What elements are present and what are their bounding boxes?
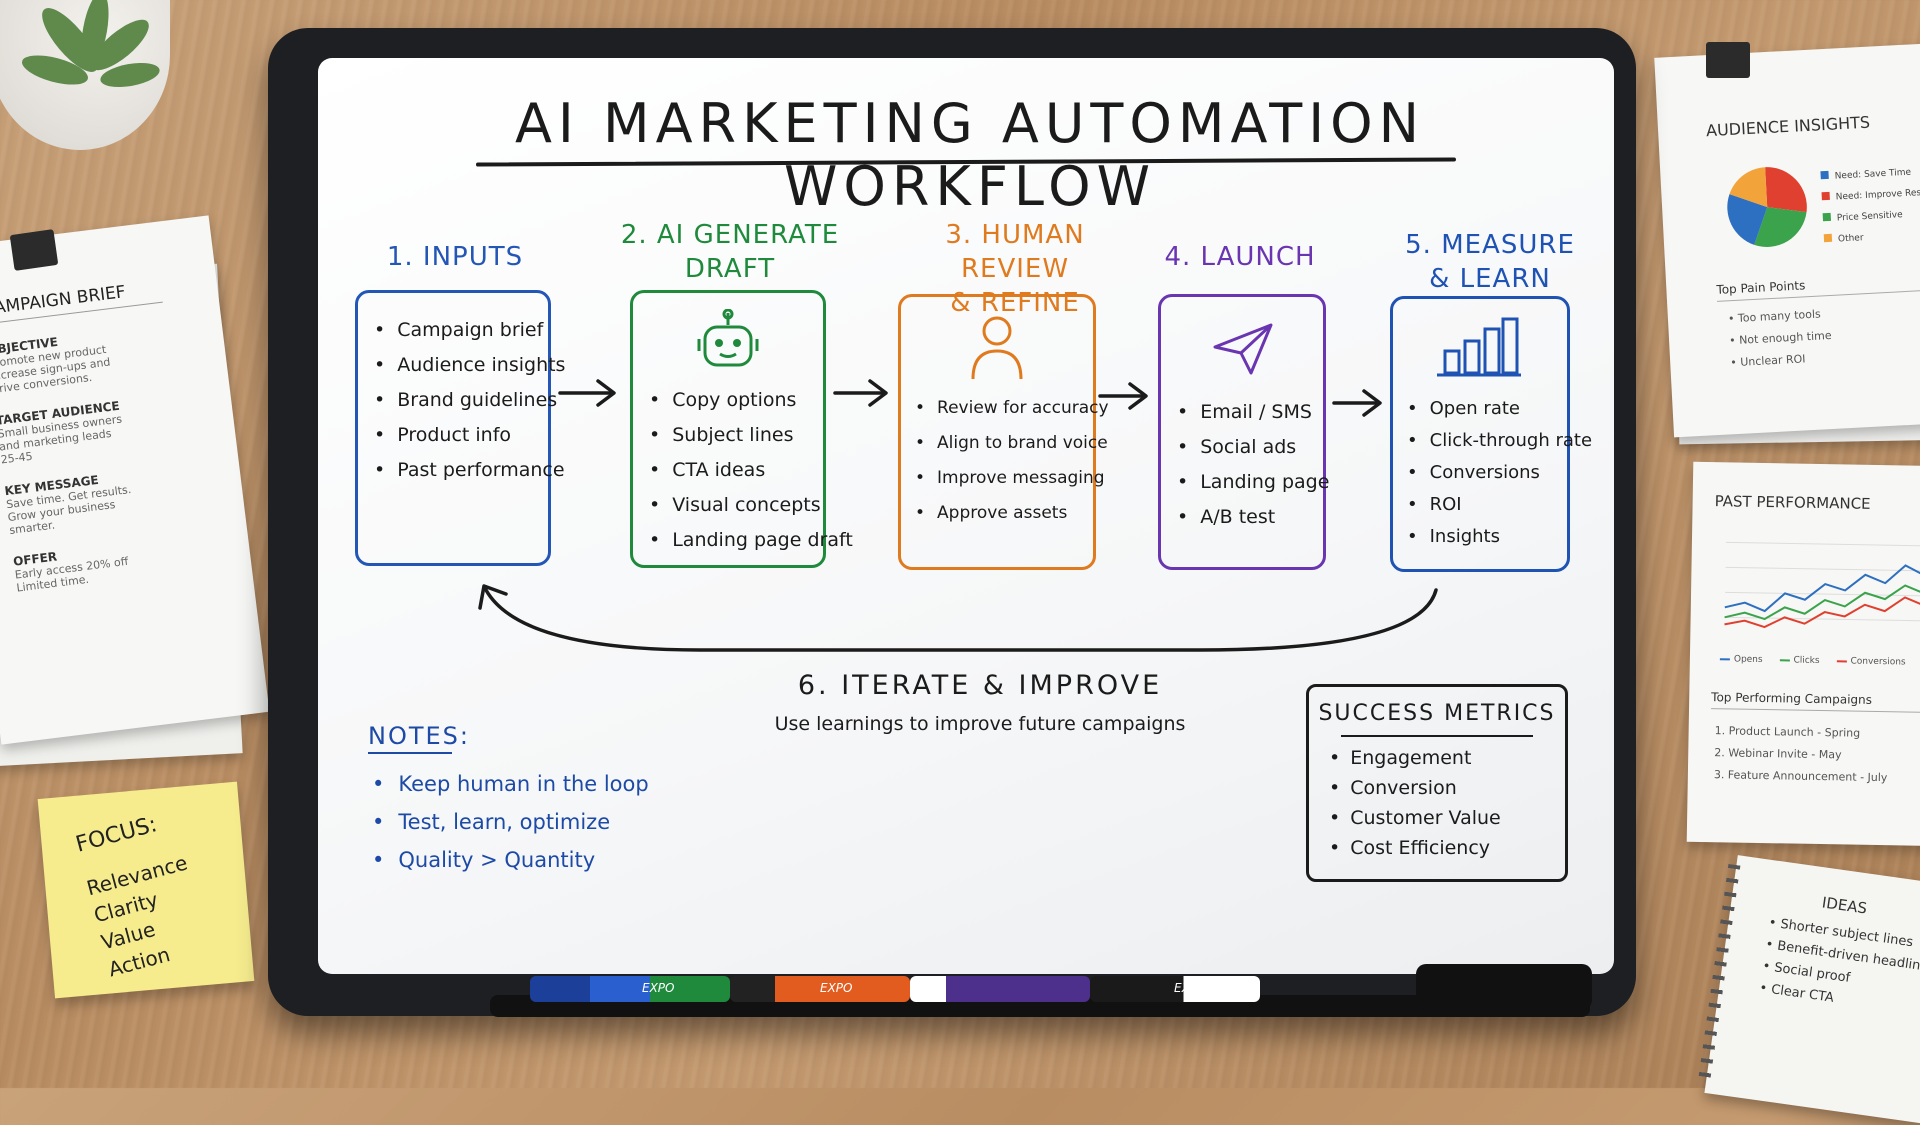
- generate-list: Copy options Subject lines CTA ideas Vis…: [649, 383, 853, 558]
- binder-clip: [9, 229, 59, 271]
- metrics-underline: [1341, 735, 1533, 737]
- sticky-items: Relevance Clarity Value Action: [84, 848, 213, 983]
- past-performance-paper: PAST PERFORMANCE Opens Clicks Conversion…: [1686, 461, 1920, 847]
- iterate-subtitle: Use learnings to improve future campaign…: [774, 713, 1186, 735]
- top-campaign: 3. Feature Announcement - July: [1713, 768, 1888, 785]
- list-item: Landing page: [1177, 465, 1329, 500]
- success-metrics-box: SUCCESS METRICS Engagement Conversion Cu…: [1306, 684, 1568, 882]
- list-item: Brand guidelines: [374, 383, 565, 418]
- list-item: Review for accuracy: [915, 391, 1109, 426]
- review-list: Review for accuracy Align to brand voice…: [915, 391, 1109, 531]
- eraser[interactable]: [1416, 964, 1592, 1010]
- list-item: Open rate: [1407, 393, 1592, 425]
- inputs-box: Campaign brief Audience insights Brand g…: [355, 290, 565, 566]
- list-item: Past performance: [374, 453, 565, 488]
- generate-box: Copy options Subject lines CTA ideas Vis…: [630, 290, 853, 568]
- metric-item: Engagement: [1329, 743, 1501, 773]
- list-item: Social ads: [1177, 430, 1329, 465]
- notes-title: NOTES:: [368, 722, 470, 750]
- top-campaigns-list: 1. Product Launch - Spring 2. Webinar In…: [1714, 720, 1889, 789]
- paper-plane-icon: [1213, 323, 1273, 375]
- metrics-list: Engagement Conversion Customer Value Cos…: [1329, 743, 1501, 863]
- notes-list: Keep human in the loop Test, learn, opti…: [372, 765, 649, 879]
- audience-pie-chart: [1727, 167, 1807, 247]
- step-1-title: 1. INPUTS: [386, 242, 524, 272]
- list-item: Email / SMS: [1177, 395, 1329, 430]
- black-marker[interactable]: EXPO: [1090, 976, 1260, 1002]
- list-item: ROI: [1407, 489, 1592, 521]
- bar-chart-icon: [1437, 317, 1521, 377]
- notes-underline: [368, 752, 452, 754]
- notebook-title: IDEAS: [1820, 893, 1869, 918]
- metrics-title: SUCCESS METRICS: [1318, 701, 1556, 726]
- list-item: CTA ideas: [649, 453, 853, 488]
- list-item: Insights: [1407, 521, 1592, 553]
- audience-insights-paper: AUDIENCE INSIGHTS Need: Save Time Need: …: [1654, 42, 1920, 438]
- board-title: AI MARKETING AUTOMATION WORKFLOW: [514, 92, 1426, 218]
- top-campaign: 2. Webinar Invite - May: [1714, 746, 1842, 762]
- brief-sections: OBJECTIVE Promote new product Increase s…: [0, 328, 142, 595]
- performance-legend: Opens Clicks Conversions: [1719, 654, 1906, 667]
- list-item: A/B test: [1177, 500, 1329, 535]
- step-4-title: 4. LAUNCH: [1164, 242, 1316, 272]
- metric-item: Cost Efficiency: [1329, 833, 1501, 863]
- top-campaign: 1. Product Launch - Spring: [1714, 724, 1861, 740]
- orange-marker[interactable]: EXPO: [730, 976, 910, 1002]
- list-item: Visual concepts: [649, 488, 853, 523]
- binder-clip: [1706, 42, 1750, 78]
- inputs-list: Campaign brief Audience insights Brand g…: [374, 313, 565, 488]
- launch-box: Email / SMS Social ads Landing page A/B …: [1158, 294, 1329, 570]
- list-item: Click-through rate: [1407, 425, 1592, 457]
- iterate-title: 6. ITERATE & IMPROVE: [797, 670, 1163, 701]
- launch-list: Email / SMS Social ads Landing page A/B …: [1177, 395, 1329, 535]
- list-item: Product info: [374, 418, 565, 453]
- notebook-list: • Shorter subject lines • Benefit-driven…: [1758, 912, 1920, 1023]
- review-box: Review for accuracy Align to brand voice…: [898, 294, 1109, 570]
- succulent-plant: [22, 0, 160, 88]
- insights-legend: Need: Save Time Need: Improve Resu Price…: [1820, 162, 1920, 251]
- legend-item: Other: [1823, 225, 1920, 251]
- pain-point: • Unclear ROI: [1729, 352, 1806, 370]
- note-item: Quality > Quantity: [372, 841, 649, 879]
- list-item: Copy options: [649, 383, 853, 418]
- list-item: Audience insights: [374, 348, 565, 383]
- list-item: Campaign brief: [374, 313, 565, 348]
- performance-title: PAST PERFORMANCE: [1714, 492, 1871, 513]
- measure-list: Open rate Click-through rate Conversions…: [1407, 393, 1592, 553]
- metric-item: Customer Value: [1329, 803, 1501, 833]
- blue-green-marker[interactable]: EXPO: [530, 976, 730, 1002]
- person-icon: [971, 316, 1023, 380]
- list-item: Landing page draft: [649, 523, 853, 558]
- top-campaigns-title: Top Performing Campaigns: [1711, 690, 1873, 707]
- focus-sticky-note: FOCUS: Relevance Clarity Value Action: [37, 781, 255, 999]
- ideas-notebook: IDEAS • Shorter subject lines • Benefit-…: [1697, 855, 1920, 1125]
- step-5-title: 5. MEASURE& LEARN: [1405, 230, 1575, 294]
- pain-points-list: • Too many tools • Not enough time • Unc…: [1727, 303, 1833, 374]
- robot-icon: [697, 309, 759, 367]
- note-item: Test, learn, optimize: [372, 803, 649, 841]
- performance-line-chart: [1724, 541, 1920, 629]
- metric-item: Conversion: [1329, 773, 1501, 803]
- pain-points-title: Top Pain Points: [1716, 278, 1806, 297]
- sticky-title: FOCUS:: [73, 812, 160, 858]
- note-item: Keep human in the loop: [372, 765, 648, 803]
- insights-title: AUDIENCE INSIGHTS: [1705, 112, 1871, 141]
- purple-marker[interactable]: [910, 976, 1090, 1002]
- list-item: Conversions: [1407, 457, 1592, 489]
- step-3-title: 3. HUMAN REVIEW& REFINE: [945, 220, 1085, 318]
- list-item: Subject lines: [649, 418, 853, 453]
- list-item: Improve messaging: [915, 461, 1109, 496]
- list-item: Approve assets: [915, 496, 1109, 531]
- measure-box: Open rate Click-through rate Conversions…: [1390, 296, 1592, 572]
- list-item: Align to brand voice: [915, 426, 1109, 461]
